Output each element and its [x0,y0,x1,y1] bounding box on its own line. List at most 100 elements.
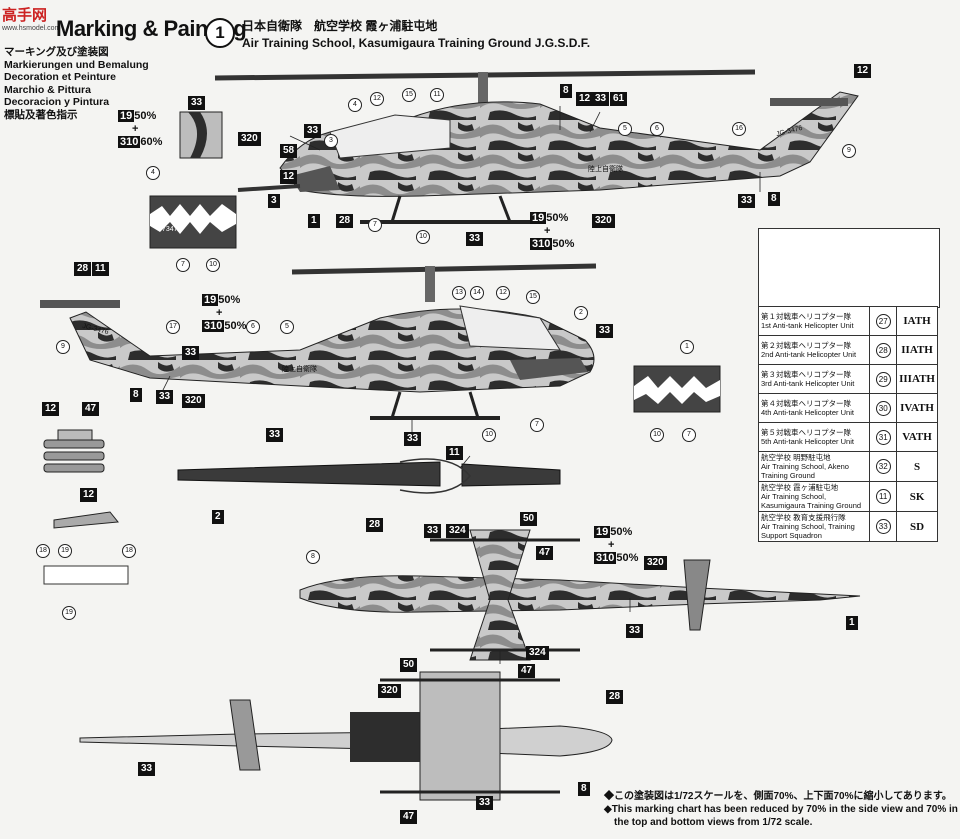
language-label: Markierungen und Bemalung [4,58,149,71]
unit-code: SK [896,481,938,512]
callout-47: 47 [536,546,554,560]
color-code: 19 [202,294,219,306]
callout-324: 324 [446,524,469,538]
color-code: 310 [118,136,141,148]
footnote-jp: ◆この塗装図は1/72スケールを、側面70%、上下面70%に縮小してあります。 [604,791,952,802]
skid-strut [498,195,512,223]
canopy [329,114,451,159]
color-percent: 50% [616,552,639,564]
callout-8: 8 [768,192,780,206]
missile-launchers [43,429,105,473]
unit-decal-number: 29 [875,371,891,387]
unit-code: VATH [896,422,938,452]
color-code: 19 [118,110,135,122]
unit-decal-number-cell: 11 [869,481,898,512]
callout-320: 320 [592,214,615,228]
callout-58: 58 [280,144,298,158]
unit-name-jp: 第１対戦車ヘリコプター隊 [761,312,851,321]
ref-13: 13 [452,286,466,300]
small-part [53,511,119,529]
camo-patch [350,712,420,762]
side-view-left-helicopter [40,263,597,420]
color-percent: 50% [552,238,575,250]
callout-50: 50 [400,658,418,672]
callout-33: 33 [626,624,644,638]
top-view-helicopter [299,529,861,661]
unit-decal-number-cell: 30 [869,393,898,423]
ref-12: 12 [370,92,384,106]
unit-name-en: Air Training School, Training Support Sq… [761,522,855,540]
ref-4: 4 [146,166,160,180]
callout-8: 8 [560,84,572,98]
nose-serial: 73476 [162,226,182,233]
site-logo-url: www.hsmodel.com [2,25,61,32]
color-code: 19 [530,212,547,224]
callout-11: 11 [92,262,109,276]
unit-decal-number-cell: 27 [869,306,898,336]
shark-mouth [290,166,340,192]
callout-28: 28 [74,262,92,276]
fuselage-marking: 陸上自衛隊 [588,166,623,173]
callout-320: 320 [182,394,205,408]
language-label: Marchio & Pittura [4,83,91,96]
unit-decal-number: 33 [875,519,891,534]
unit-name-jp: 航空学校 霞ヶ浦駐屯地 [761,483,839,492]
callout-47: 47 [82,402,100,416]
ref-1: 1 [680,340,694,354]
ref-19: 19 [62,606,76,620]
rotor-hub-outline [399,458,471,494]
ref-5: 5 [618,122,632,136]
ref-14: 14 [470,286,484,300]
footnote-en-line2: the top and bottom views from 1/72 scale… [614,817,813,828]
unit-name-jp: 航空学校 明野駐屯地 [761,453,831,462]
color-percent: 50% [546,212,569,224]
unit-decal-number-cell: 32 [869,451,898,482]
color-percent: 60% [140,136,163,148]
callout-11: 11 [446,446,463,460]
callout-324: 324 [526,646,549,660]
ref-6: 6 [650,122,664,136]
callout-61: 61 [610,92,628,106]
tail-fin-top [683,559,711,631]
callout-2: 2 [212,510,224,524]
tail-fin-bottom [229,699,261,771]
unit-name-jp: 航空学校 教育支援飛行隊 [761,513,846,522]
ref-4: 4 [348,98,362,112]
unit-code: IVATH [896,393,938,423]
scheme-number-badge: 1 [205,18,235,48]
ref-10: 10 [416,230,430,244]
ref-17: 17 [166,320,180,334]
plus-sign: + [132,123,139,135]
unit-name-en: Air Training School, Akeno Training Grou… [761,462,849,480]
callout-28: 28 [366,518,384,532]
ref-12: 12 [496,286,510,300]
ref-3: 3 [324,134,338,148]
callout-33: 33 [476,796,494,810]
rotor-mast [478,72,488,112]
callout-3: 3 [268,194,280,208]
skid-strut [468,391,480,419]
side-view-right-helicopter [214,69,859,224]
unit-code: SD [896,511,938,542]
callout-1: 1 [308,214,320,228]
ref-15: 15 [526,290,540,304]
detail-inset-box [758,228,940,308]
ref-19: 19 [58,544,72,558]
unit-name-en: 5th Anti-tank Helicopter Unit [761,437,854,446]
color-code: 310 [594,552,617,564]
ref-8: 8 [306,550,320,564]
bottom-view-helicopter [79,671,613,801]
callout-33: 33 [592,92,610,106]
callout-47: 47 [400,810,418,824]
callout-12: 12 [576,92,594,106]
